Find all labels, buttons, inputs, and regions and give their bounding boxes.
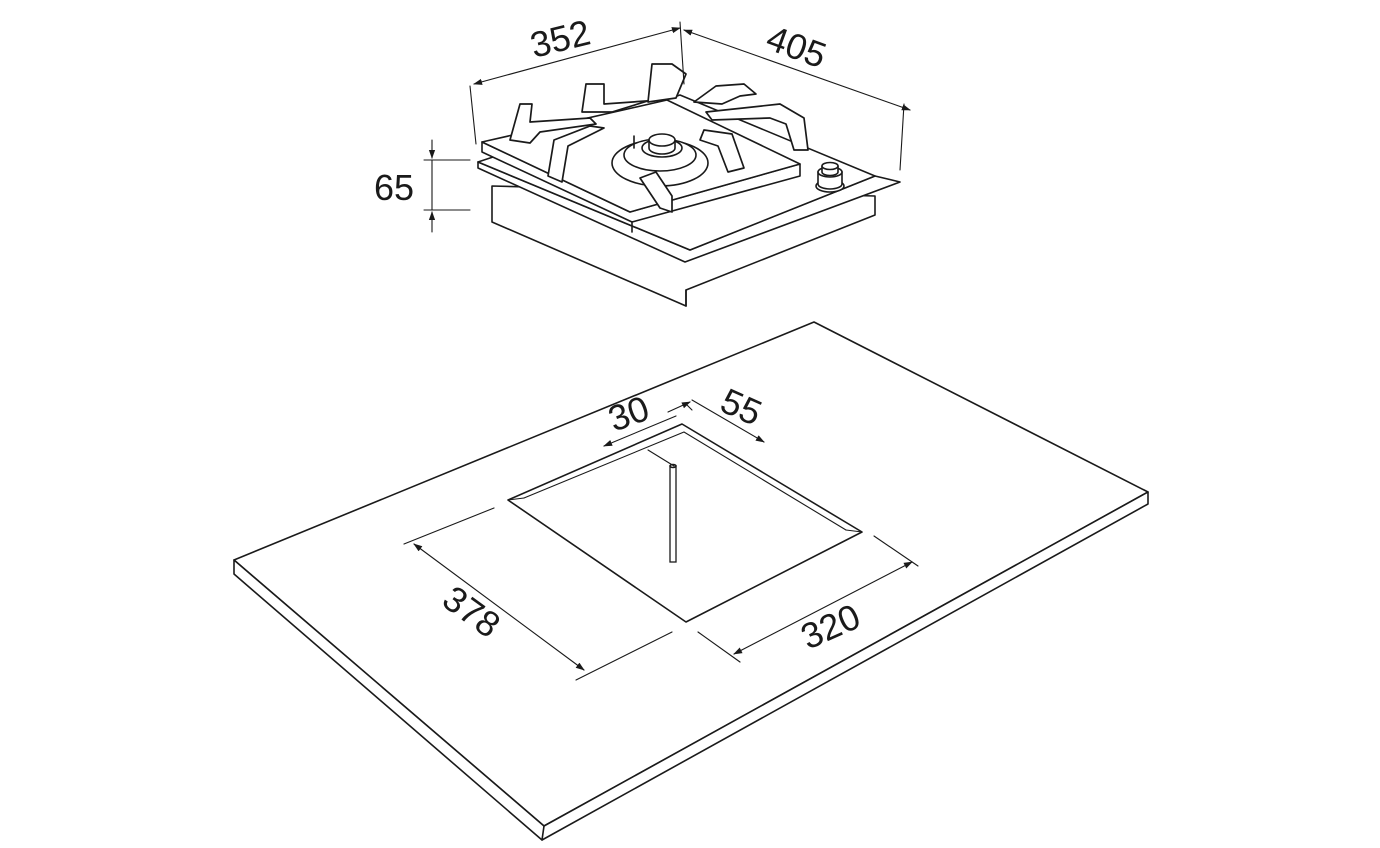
hob-width-label: 352 [526,11,594,65]
gas-pipe [669,465,677,563]
burner [611,133,709,187]
hob-depth-label: 405 [761,17,831,76]
hob-height-label: 65 [374,167,414,208]
dimension-hob-height: 65 [374,139,471,233]
control-knob-icon [815,161,845,193]
worktop-drawing: 30 55 378 320 [233,321,1149,841]
hob-drawing: 352 405 65 [374,11,911,307]
